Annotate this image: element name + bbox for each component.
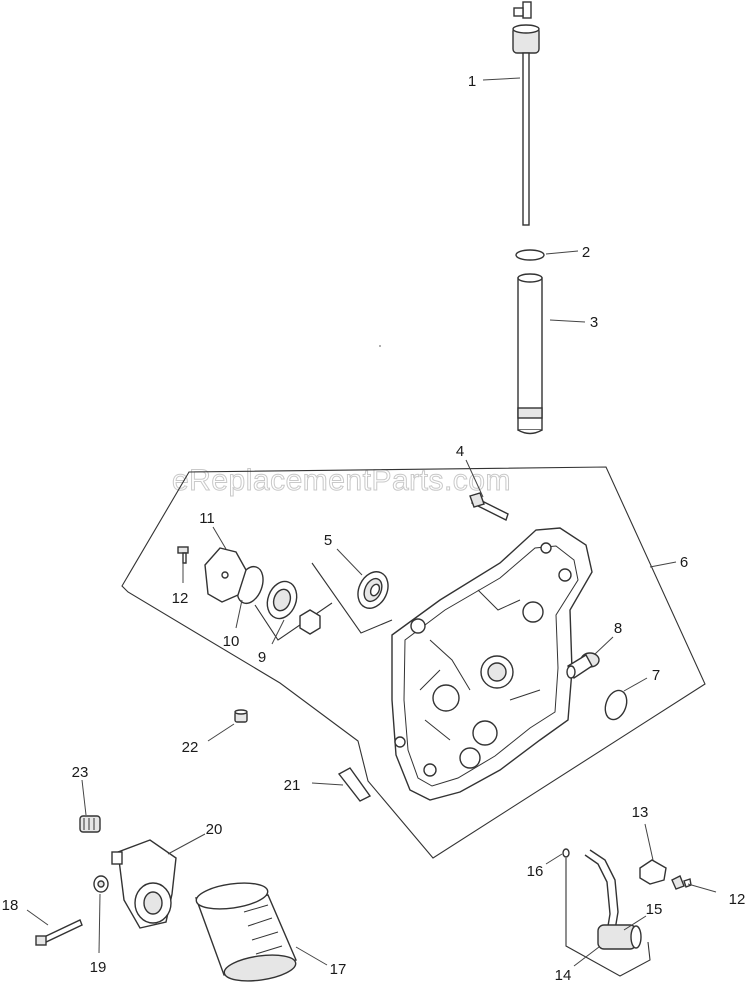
part-16-ring[interactable] [562,848,570,858]
callout-23-label[interactable]: 23 [72,764,89,781]
callout-3-label[interactable]: 3 [590,314,598,331]
part-14-oil-line[interactable] [584,849,619,933]
callout-23-leader [81,779,87,816]
callout-leaders [26,77,717,967]
callout-19-leader [98,893,101,954]
callout-18-leader [26,909,49,926]
callout-22-leader [207,723,235,742]
callout-12b-label[interactable]: 12 [729,891,746,908]
callout-6-label[interactable]: 6 [680,554,688,571]
callout-7-label[interactable]: 7 [652,667,660,684]
callout-18-label[interactable]: 18 [2,897,19,914]
callout-21-label[interactable]: 21 [284,777,301,794]
callout-2-label[interactable]: 2 [582,244,590,261]
callout-17-leader [295,946,328,966]
part-21-gasket[interactable] [337,767,372,802]
callout-8-leader [594,636,614,655]
part-8-plug[interactable] [566,652,600,680]
part-2-o-ring[interactable] [515,249,545,261]
callout-22-label[interactable]: 22 [182,739,199,756]
part-3-dipstick-tube[interactable] [517,273,543,435]
callout-15-label[interactable]: 15 [646,901,663,918]
part-13-clip[interactable] [639,859,667,885]
callout-1-leader [482,77,521,81]
callout-16-leader [545,853,563,865]
callout-5-leader [336,548,363,576]
part-5-seal[interactable] [352,567,393,613]
callout-20-leader [167,833,206,855]
part-7-o-ring[interactable] [601,687,630,722]
part-5-subframe [311,562,393,634]
callout-10-leader [235,599,243,629]
callout-17-label[interactable]: 17 [330,961,347,978]
part-20-filter-adapter[interactable] [111,839,177,929]
callout-11-leader [212,526,227,550]
callout-21-leader [311,782,344,786]
callout-16-label[interactable]: 16 [527,863,544,880]
part-12-screw-left[interactable] [177,546,189,564]
callout-9-label[interactable]: 9 [258,649,266,666]
part-1-dipstick[interactable] [512,1,540,226]
part-15-oil-switch[interactable] [597,924,642,950]
callout-6-leader [649,561,677,568]
part-23-drain-plug[interactable] [79,815,101,833]
part-18-bolt[interactable] [35,919,83,946]
callout-19-label[interactable]: 19 [90,959,107,976]
callout-5-label[interactable]: 5 [324,532,332,549]
part-19-washer[interactable] [93,875,109,893]
callout-7-leader [623,677,648,692]
callout-12a-label[interactable]: 12 [172,590,189,607]
callout-14-label[interactable]: 14 [555,967,572,984]
callout-13-label[interactable]: 13 [632,804,649,821]
callout-11-label[interactable]: 11 [199,510,215,527]
part-17-oil-filter[interactable] [195,879,298,985]
callout-2-leader [545,250,579,255]
callout-3-leader [549,319,586,323]
callout-20-label[interactable]: 20 [206,821,223,838]
callout-15-leader [623,915,647,931]
callout-4-label[interactable]: 4 [456,443,464,460]
callout-10-label[interactable]: 10 [223,633,240,650]
part-12-screw-right[interactable] [671,875,692,890]
callout-9-leader [271,619,285,645]
callout-1-label[interactable]: 1 [468,73,476,90]
callout-13-leader [644,823,654,861]
callout-12b-leader [687,883,717,893]
part-11-pump-cover[interactable] [204,547,247,603]
part-22-plug[interactable] [234,709,248,723]
part-4-bolt[interactable] [469,492,509,521]
part-6-group-frame [121,466,706,859]
part-9-gear-set[interactable] [262,577,321,635]
callout-8-label[interactable]: 8 [614,620,622,637]
stray-dot [379,345,381,347]
part-14-group-frame [565,858,651,977]
part-6-closure-plate[interactable] [391,527,593,801]
callout-14-leader [573,946,600,967]
callout-4-leader [465,459,484,498]
